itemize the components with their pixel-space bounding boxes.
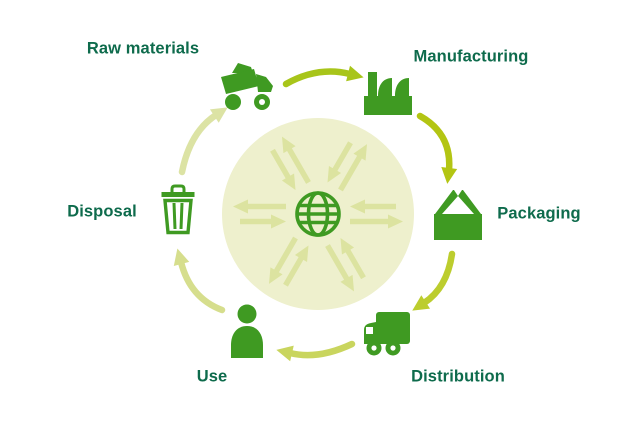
globe-icon bbox=[295, 191, 341, 237]
cycle-arrows bbox=[169, 65, 458, 362]
arrow-manufacturing-to-packaging bbox=[416, 112, 458, 185]
delivery-truck-icon bbox=[364, 312, 410, 356]
dump-truck-icon bbox=[221, 63, 273, 110]
stage-label-use: Use bbox=[196, 367, 228, 386]
arrow-distribution-to-use bbox=[274, 340, 356, 362]
stage-label-raw-materials: Raw materials bbox=[86, 39, 200, 58]
arrow-use-to-disposal bbox=[169, 246, 226, 314]
arrow-disposal-to-raw bbox=[178, 100, 233, 176]
package-box-icon bbox=[434, 190, 482, 240]
arrow-packaging-to-distribution bbox=[407, 250, 456, 318]
stage-label-packaging: Packaging bbox=[497, 204, 581, 223]
trash-bin-icon bbox=[161, 184, 195, 235]
person-icon bbox=[231, 304, 263, 358]
stage-label-distribution: Distribution bbox=[411, 367, 505, 386]
arrow-raw-to-manufacturing bbox=[282, 65, 366, 88]
stage-label-disposal: Disposal bbox=[67, 202, 137, 221]
stage-label-manufacturing: Manufacturing bbox=[413, 47, 529, 66]
factory-icon bbox=[364, 72, 412, 115]
